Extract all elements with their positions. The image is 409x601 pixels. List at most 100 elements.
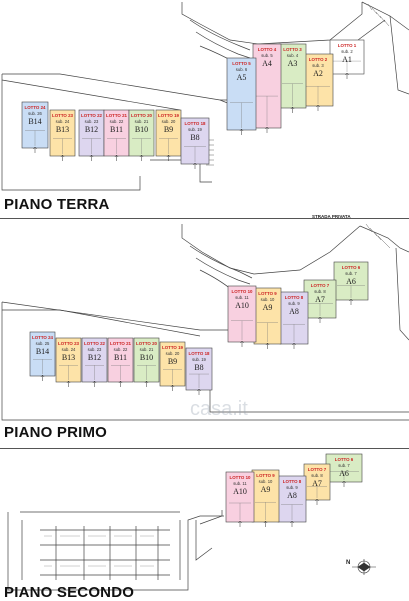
entrance-arrow-icon: [292, 342, 296, 349]
unit-sub-label: sub. 20: [162, 119, 176, 124]
unit-lotto-label: LOTTO 8: [285, 295, 304, 300]
unit-lotto-label: LOTTO 2: [309, 57, 328, 62]
road-label: STRADA PRIVATA: [312, 214, 351, 219]
unit-sub-label: sub. 19: [188, 127, 202, 132]
unit-lotto-label: LOTTO 22: [81, 113, 102, 118]
terra-stair: [206, 3, 390, 166]
unit-code-label: B9: [168, 357, 177, 366]
floor-divider: [0, 448, 409, 449]
unit-code-label: B12: [85, 125, 98, 134]
unit-wall: [307, 486, 327, 498]
unit-wall: [137, 365, 156, 380]
unit-sub-label: sub. 25: [36, 341, 50, 346]
unit-wall: [132, 138, 151, 154]
unit-code-label: B9: [164, 125, 173, 134]
entrance-arrow-icon: [349, 298, 353, 305]
entrance-arrow-icon: [342, 480, 346, 487]
unit-code-label: B12: [88, 353, 101, 362]
floor-title-terra: PIANO TERRA: [4, 196, 110, 213]
unit-code-label: B11: [110, 125, 123, 134]
entrance-arrow-icon: [240, 340, 244, 347]
unit-code-label: A8: [289, 307, 299, 316]
entrance-arrow-icon: [66, 380, 71, 387]
unit-wall: [33, 359, 52, 374]
unit-code-label: B11: [114, 353, 127, 362]
entrance-arrow-icon: [345, 72, 349, 79]
unit-code-label: A1: [342, 55, 352, 64]
unit-code-label: B13: [62, 353, 75, 362]
unit-sub-label: sub. 6: [236, 67, 248, 72]
unit-lotto-label: LOTTO 10: [232, 289, 253, 294]
entrance-arrow-icon: [144, 380, 149, 387]
entrance-arrow-icon: [40, 374, 45, 381]
unit-lotto-label: LOTTO 18: [185, 121, 206, 126]
unit-wall: [53, 138, 72, 154]
unit-lotto-label: LOTTO 8: [283, 479, 302, 484]
unit-wall: [283, 324, 305, 342]
entrance-arrow-icon: [33, 146, 37, 153]
unit-lotto-label: LOTTO 24: [25, 105, 46, 110]
unit-wall: [159, 138, 178, 154]
unit-sub-label: sub. 7: [338, 463, 350, 468]
entrance-arrow-icon: [239, 128, 244, 135]
entrance-arrow-icon: [92, 380, 97, 387]
unit-fill: [185, 347, 213, 391]
unit-wall: [231, 320, 253, 340]
entrance-arrow-icon: [315, 498, 319, 505]
unit-sub-label: sub. 9: [286, 485, 298, 490]
unit-code-label: B14: [36, 347, 49, 356]
unit-code-label: A10: [235, 301, 249, 310]
unit-wall: [163, 369, 182, 384]
unit-code-label: A9: [261, 485, 271, 494]
unit-code-label: A9: [263, 303, 273, 312]
compass-icon: [352, 559, 376, 575]
unit-sub-label: sub. 19: [192, 357, 206, 362]
entrance-arrow-icon: [290, 106, 295, 113]
secondo-site: [7, 510, 224, 591]
unit-lotto-label: LOTTO 22: [84, 341, 105, 346]
unit-fill: [159, 341, 186, 387]
unit-lotto-label: LOTTO 5: [232, 61, 251, 66]
unit-code-label: B13: [56, 125, 69, 134]
unit-lotto-label: LOTTO 24: [32, 335, 53, 340]
floor-title-secondo: PIANO SECONDO: [4, 584, 135, 601]
unit-sub-label: sub. 26: [28, 111, 42, 116]
unit-sub-label: sub. 11: [233, 481, 247, 486]
unit-wall: [282, 83, 303, 106]
primo-stair: [365, 223, 391, 249]
unit-wall: [256, 95, 278, 126]
unit-code-label: A10: [233, 487, 247, 496]
unit-lotto-label: LOTTO 21: [106, 113, 127, 118]
unit-code-label: A6: [346, 277, 356, 286]
floor-title-primo: PIANO PRIMO: [4, 424, 108, 441]
unit-sub-label: sub. 4: [287, 53, 299, 58]
unit-wall: [59, 365, 78, 380]
unit-wall: [229, 502, 251, 520]
unit-lotto-label: LOTTO 20: [136, 341, 157, 346]
unit-code-label: B8: [194, 363, 203, 372]
unit-sub-label: sub. 24: [62, 347, 76, 352]
unit-lotto-label: LOTTO 9: [256, 473, 275, 478]
unit-sub-label: sub. 10: [259, 479, 273, 484]
entrance-arrow-icon: [166, 154, 171, 161]
unit-wall: [281, 504, 303, 520]
unit-lotto-label: LOTTO 9: [258, 291, 277, 296]
